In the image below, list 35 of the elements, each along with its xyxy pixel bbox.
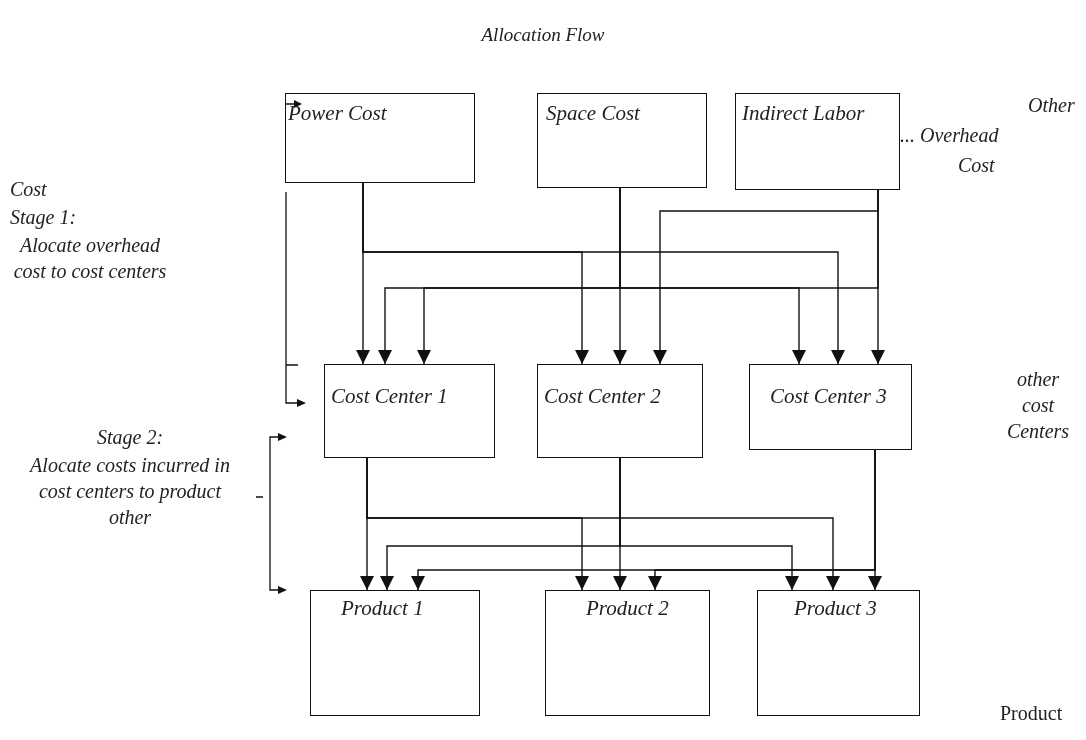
box-label: Product 3 xyxy=(794,595,878,622)
process-box xyxy=(735,93,900,190)
arrow xyxy=(871,189,885,365)
arrow xyxy=(619,187,806,365)
annotation-text: Product xyxy=(1000,701,1063,726)
annotation-text: ... Overhead xyxy=(900,123,999,148)
annotation-text: Cost xyxy=(958,153,995,178)
annotation-text: Other xyxy=(1028,93,1075,118)
process-box xyxy=(749,364,912,450)
box-label: Power Cost xyxy=(288,100,388,127)
process-box xyxy=(324,364,495,458)
box-label: Space Cost xyxy=(546,100,642,127)
box-label: Cost Center 3 xyxy=(770,383,888,410)
annotation-text: Stage 2: xyxy=(95,425,165,450)
annotation-text: Cost xyxy=(10,177,47,202)
box-label: Product 2 xyxy=(586,595,670,622)
box-label: Product 1 xyxy=(341,595,425,622)
annotation-text: other cost Centers xyxy=(1005,367,1071,444)
process-box xyxy=(757,590,920,716)
arrow xyxy=(868,449,882,591)
process-box xyxy=(310,590,480,716)
annotation-text: Alocate overhead cost to cost centers xyxy=(12,233,168,284)
arrow xyxy=(619,457,799,591)
process-box xyxy=(537,364,703,458)
process-box xyxy=(537,93,707,188)
process-box xyxy=(545,590,710,716)
annotation-text: Alocate costs incurred in cost centers to product other xyxy=(30,453,230,530)
arrow xyxy=(362,182,845,365)
annotation-text: Stage 1: xyxy=(10,205,77,230)
box-label: Indirect Labor xyxy=(742,100,866,127)
box-label: Cost Center 2 xyxy=(544,383,662,410)
diagram-title: Allocation Flow xyxy=(479,24,606,46)
process-box xyxy=(285,93,475,183)
arrow xyxy=(366,457,840,591)
box-label: Cost Center 1 xyxy=(331,383,449,410)
